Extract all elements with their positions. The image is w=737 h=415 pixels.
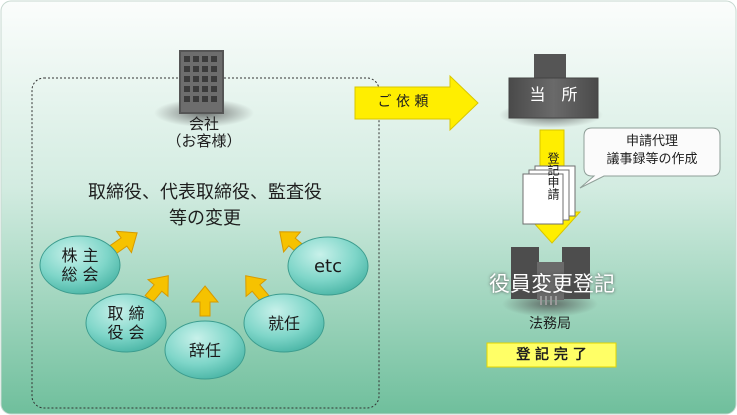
company-label: 会社	[188, 115, 219, 133]
office-building-icon	[499, 54, 603, 128]
apply-label: 登記申請	[546, 152, 560, 200]
appointment-label: 就任	[267, 313, 300, 333]
company-sublabel: （お客様）	[166, 132, 242, 150]
legal-bureau-building-icon	[502, 247, 598, 317]
completion-label: 登 記 完 了	[516, 347, 587, 363]
resignation-label: 辞任	[188, 340, 221, 360]
resignation-arrow	[190, 285, 220, 317]
appointment-ellipse	[243, 293, 325, 353]
request-label: ご 依 頼	[377, 94, 429, 110]
request-arrow	[354, 74, 479, 132]
etc-label: etc	[313, 255, 343, 277]
completion-badge	[486, 342, 617, 368]
documents-icon	[522, 165, 576, 225]
registration-label: 役員変更登記	[489, 272, 615, 296]
shareholders-meeting-label: 株 主 総 会	[61, 246, 99, 284]
board-meeting-ellipse	[85, 293, 167, 353]
office-label: 当 所	[529, 85, 578, 104]
change-title-line1: 取締役、代表取締役、監査役	[88, 182, 322, 203]
etc-ellipse	[287, 236, 369, 296]
change-title-line2: 等の変更	[169, 208, 241, 229]
shareholders-meeting-ellipse	[39, 235, 121, 295]
resignation-ellipse	[164, 320, 246, 380]
callout-line2: 議事録等の作成	[606, 152, 698, 167]
callout-bubble	[579, 127, 721, 189]
company-building-icon	[154, 50, 254, 127]
board-meeting-label: 取 締 役 会	[107, 304, 145, 342]
callout-line1: 申請代理	[625, 134, 678, 149]
bureau-label: 法務局	[529, 316, 571, 332]
